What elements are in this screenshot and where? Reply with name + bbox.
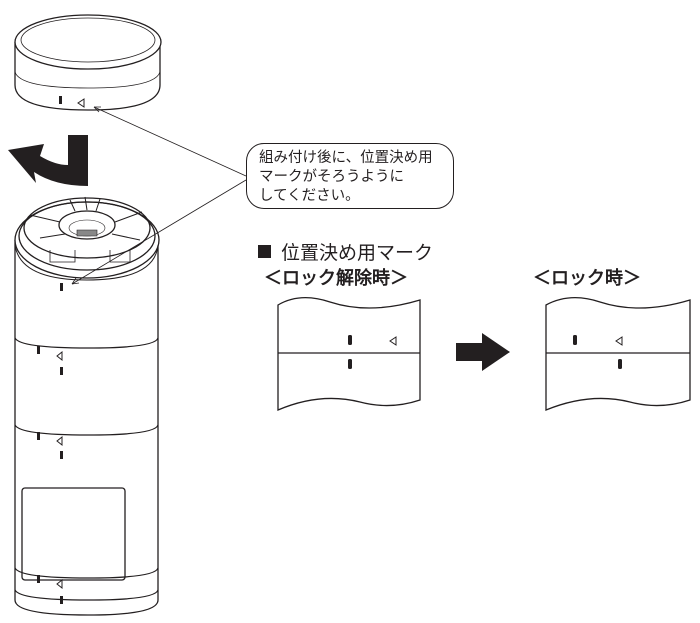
cap [14, 14, 162, 111]
cap-triangle-mark [77, 98, 85, 108]
unlocked-panel [277, 297, 421, 411]
marks-heading: 位置決め用マーク [258, 238, 433, 265]
label-area [21, 487, 126, 581]
locked-label: ＜ロック時＞ [533, 268, 641, 289]
cap-position-mark [59, 96, 62, 104]
arrow-right-icon [456, 333, 510, 371]
callout-line: マークがそろうように [259, 169, 404, 185]
marks-title: 位置決め用マーク [281, 242, 434, 264]
leader-lines [71, 106, 247, 285]
locked-panel [545, 297, 691, 411]
square-bullet-icon [258, 245, 271, 258]
rotate-arrow-icon [8, 135, 88, 186]
callout-line: 組み付け後に、位置決め用 [259, 150, 433, 166]
tower-body [14, 196, 160, 616]
callout-line: してください。 [259, 188, 360, 204]
unlocked-label: ＜ロック解除時＞ [264, 268, 408, 289]
instruction-callout: 組み付け後に、位置決め用 マークがそろうように してください。 [246, 143, 454, 209]
